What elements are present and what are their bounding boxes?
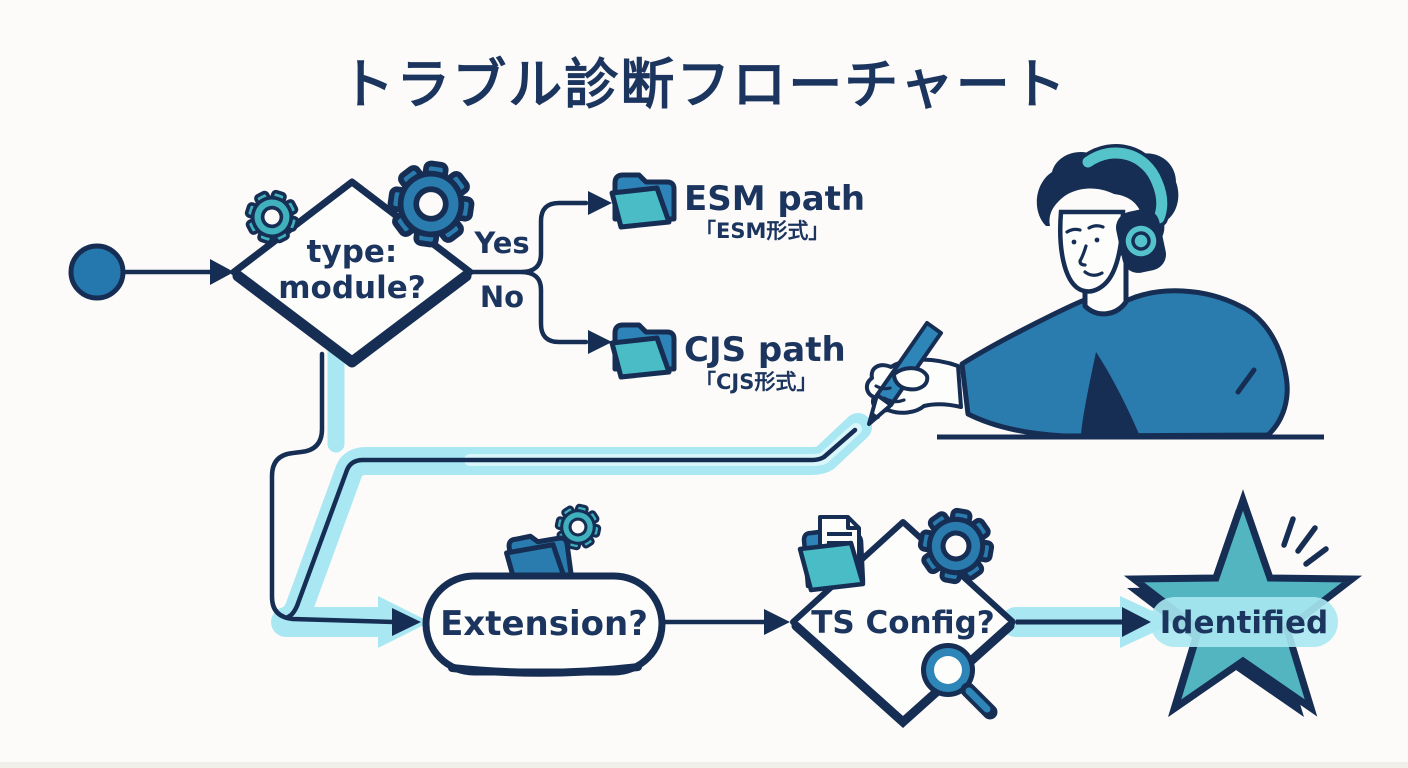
person-arm-shadow: [1081, 352, 1139, 434]
eyebrow-left: [1065, 227, 1082, 234]
folder-icon-cjs: [612, 325, 674, 377]
extension-node-label: Extension?: [440, 604, 648, 644]
extension-node-shape: [422, 572, 666, 677]
eyebrow-right: [1087, 224, 1105, 230]
connector-decision-to-extension: [269, 351, 397, 625]
bottom-edge-strip: [0, 762, 1408, 768]
start-circle: [68, 243, 126, 301]
esm-path-sublabel: 「ESM形式」: [695, 219, 830, 243]
arrowhead-start: [210, 259, 234, 285]
spark-lines: [1281, 516, 1329, 567]
pen-trace-line: [285, 427, 858, 620]
nose: [1078, 244, 1088, 267]
folder-icon-esm: [612, 175, 674, 227]
identified-highlight-glow: [1150, 597, 1338, 647]
folder-document-icon-tsconfig: [797, 515, 866, 593]
eye-right: [1094, 237, 1100, 243]
connectors: [123, 200, 858, 625]
arrowhead-cjs: [588, 330, 612, 354]
arrowhead-identified: [1122, 607, 1151, 637]
magnifier-icon: [921, 643, 998, 720]
decision-type-module-label: type: module?: [252, 234, 452, 306]
cjs-path-sublabel: 「CJS形式」: [695, 370, 818, 394]
pen-trace-glow-core: [464, 423, 862, 466]
connector-decision-to-branches: [467, 200, 589, 345]
person-face-features: [1065, 224, 1105, 277]
person-body: [959, 288, 1290, 439]
decision-line1: type:: [306, 234, 398, 270]
sweater-crease: [1235, 367, 1257, 395]
headphone-band: [1082, 147, 1168, 224]
arrowhead-esm: [588, 191, 612, 215]
eye-left: [1071, 239, 1077, 245]
page-title: トラブル診断フローチャート: [340, 53, 1068, 116]
branch-yes-label: Yes: [474, 226, 530, 260]
connector-tsconfig-to-identified: [1016, 607, 1151, 637]
pen-nib: [869, 413, 880, 424]
mouth: [1083, 270, 1104, 277]
person-thumb: [891, 366, 930, 392]
arrowheads: [210, 191, 790, 636]
identified-node-label: Identified: [1159, 605, 1329, 641]
decision-line2: module?: [278, 270, 426, 306]
branch-no-label: No: [479, 280, 525, 314]
finger-lines: [874, 384, 906, 404]
arrowhead-extension: [392, 608, 421, 636]
arrowhead-tsconfig: [764, 609, 790, 635]
pen-icon: [867, 321, 943, 426]
tsconfig-node-label: TS Config?: [811, 605, 995, 641]
person-illustration: [865, 144, 1324, 440]
esm-path-label: ESM path: [684, 179, 866, 219]
cjs-path-label: CJS path: [684, 330, 846, 370]
headphone-earcup-icon: [1116, 209, 1166, 273]
